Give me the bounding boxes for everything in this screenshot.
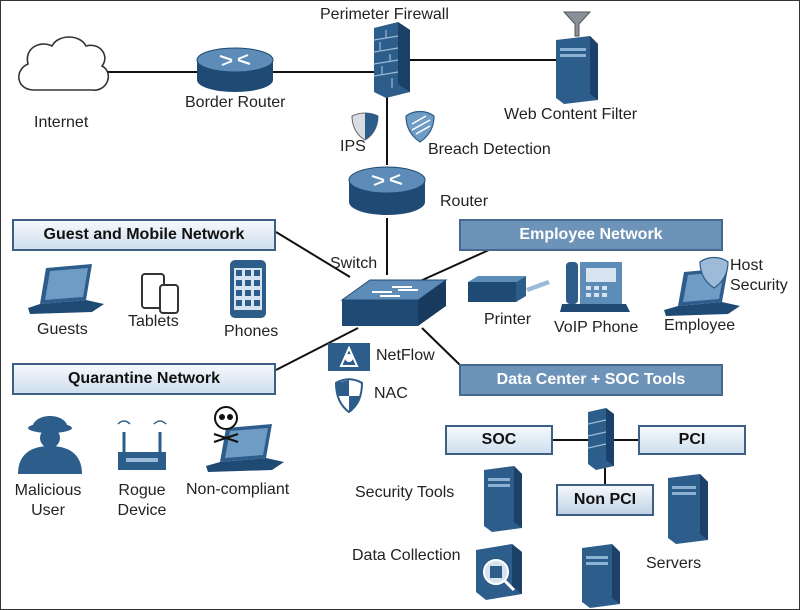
non-pci-server-icon <box>668 474 708 544</box>
malicious-user-icon <box>18 416 82 474</box>
internet-label: Internet <box>34 114 89 131</box>
data-collection-label: Data Collection <box>352 547 461 564</box>
security-tools-label: Security Tools <box>355 484 455 501</box>
pci-box: PCI <box>638 425 746 455</box>
connection-lines <box>100 59 640 484</box>
host-security-shield-icon <box>699 256 729 289</box>
security-tools-server-icon <box>484 466 522 532</box>
host-security-label: Host Security <box>730 257 788 294</box>
rogue-device-label: Rogue Device <box>117 482 167 519</box>
web-content-filter-icon <box>556 11 598 104</box>
tablets-label: Tablets <box>128 313 179 330</box>
phones-icon <box>230 260 266 318</box>
breach-detection-shield-icon <box>405 110 435 143</box>
firewall-icon <box>373 22 410 98</box>
voip-phone-label: VoIP Phone <box>554 319 639 336</box>
skull-icon <box>213 406 239 443</box>
data-center-soc-tools-box: Data Center + SOC Tools <box>459 364 723 396</box>
guest-laptop-icon <box>28 264 104 314</box>
servers-icon <box>582 544 620 608</box>
switch-label: Switch <box>330 255 378 272</box>
switch-icon <box>340 279 448 326</box>
router-label: Router <box>440 193 489 210</box>
breach-detection-label: Breach Detection <box>428 141 551 158</box>
quarantine-network-box: Quarantine Network <box>12 363 276 395</box>
border-router-label: Border Router <box>185 94 286 111</box>
nac-label: NAC <box>374 385 408 402</box>
router-icon <box>348 166 426 215</box>
employee-network-box: Employee Network <box>459 219 723 251</box>
printer-icon <box>468 276 550 302</box>
soc-box: SOC <box>445 425 553 455</box>
datacenter-firewall-icon <box>587 408 614 470</box>
internet-cloud-icon <box>18 36 110 91</box>
data-collection-icon <box>476 544 522 600</box>
tablets-icon <box>141 273 179 314</box>
guests-label: Guests <box>37 321 88 338</box>
non-compliant-label: Non-compliant <box>186 481 290 498</box>
non-pci-box: Non PCI <box>556 484 654 516</box>
malicious-user-label: Malicious User <box>14 482 82 519</box>
employee-label: Employee <box>664 317 736 334</box>
rogue-device-icon <box>117 420 167 470</box>
printer-label: Printer <box>484 311 532 328</box>
netflow-icon <box>328 343 370 371</box>
perimeter-firewall-label: Perimeter Firewall <box>320 6 449 23</box>
non-compliant-laptop-icon <box>206 424 284 472</box>
phones-label: Phones <box>224 323 279 340</box>
border-router-icon <box>196 47 274 92</box>
voip-phone-icon <box>560 262 630 312</box>
ips-label: IPS <box>340 138 366 155</box>
guest-mobile-network-box: Guest and Mobile Network <box>12 219 276 251</box>
employee-laptop-icon <box>664 268 740 316</box>
ips-shield-icon <box>351 112 379 141</box>
web-content-filter-label: Web Content Filter <box>504 106 638 123</box>
netflow-label: NetFlow <box>376 347 435 364</box>
servers-label: Servers <box>646 555 702 572</box>
nac-shield-icon <box>334 378 364 414</box>
